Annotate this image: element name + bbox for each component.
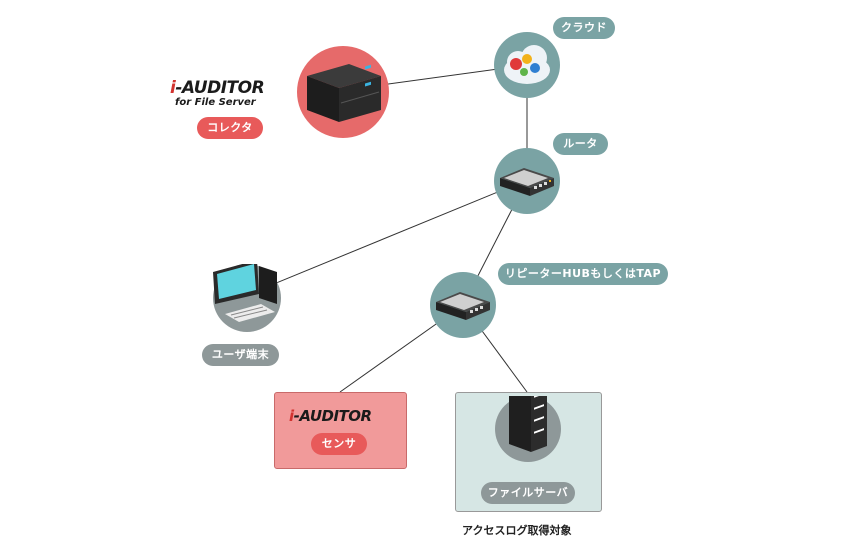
router-icon	[500, 168, 554, 196]
file-server-node	[495, 372, 561, 462]
file-server-box: ファイルサーバ	[455, 392, 602, 512]
collector-logo-sub: for File Server	[175, 97, 256, 108]
collector-logo-text: -AUDITOR	[175, 78, 265, 98]
hub-tag: リピーターHUBもしくはTAP	[498, 263, 668, 285]
sensor-box: i-AUDITOR センサ	[274, 392, 407, 469]
link-router-user	[246, 179, 528, 296]
sensor-tag: センサ	[311, 433, 367, 455]
desktop-computer-icon	[213, 260, 277, 322]
sensor-logo-text: -AUDITOR	[293, 407, 372, 425]
cloud-gears-icon	[504, 45, 550, 84]
collector-tag: コレクタ	[197, 117, 263, 139]
user-terminal-tag: ユーザ端末	[202, 344, 279, 366]
cloud-node	[494, 32, 560, 98]
file-server-caption: アクセスログ取得対象	[462, 524, 572, 537]
collector-logo: i-AUDITOR	[170, 78, 265, 98]
rack-server-icon	[509, 372, 547, 452]
sensor-logo-i: i	[289, 407, 294, 425]
sensor-logo: i-AUDITOR	[289, 407, 372, 425]
collector-node	[297, 46, 389, 138]
router-node	[494, 148, 560, 214]
server-box-icon	[307, 64, 381, 122]
file-server-tag: ファイルサーバ	[481, 482, 575, 504]
hub-icon	[436, 292, 490, 320]
hub-node	[430, 272, 496, 338]
router-tag: ルータ	[553, 133, 608, 155]
collector-logo-i: i	[170, 78, 176, 98]
user-terminal-node	[213, 260, 281, 332]
cloud-tag: クラウド	[553, 17, 615, 39]
